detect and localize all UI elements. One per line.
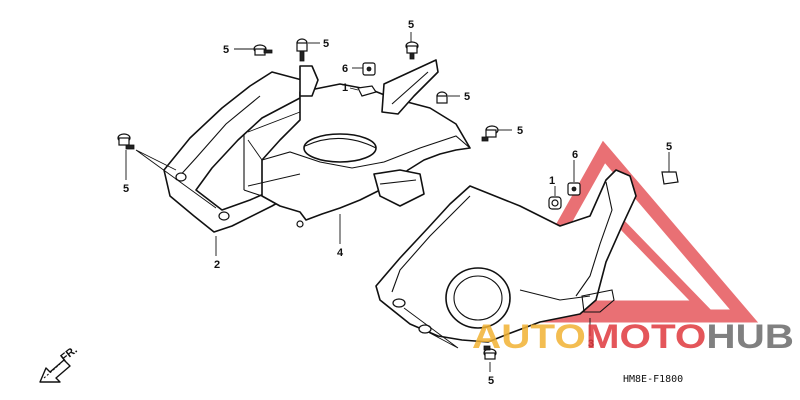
bolt-5-b (296, 38, 308, 62)
callout-5-d: 5 (464, 91, 470, 103)
callout-5-b: 5 (323, 38, 329, 50)
callout-6-a: 6 (342, 63, 348, 75)
nut-6-a (362, 62, 376, 76)
callout-5-g: 5 (666, 141, 672, 153)
nut-6-b (567, 182, 581, 196)
bolt-5-h (483, 345, 497, 360)
leader-lines (125, 32, 670, 372)
callout-5-h: 5 (488, 375, 494, 387)
hardware (117, 38, 679, 360)
front-arrow-icon (39, 359, 71, 383)
callout-5-a: 5 (223, 44, 229, 56)
bolt-5-f (117, 133, 135, 150)
callout-3: 3 (588, 338, 594, 350)
clip-5-g (661, 171, 679, 185)
callout-5-c: 5 (408, 19, 414, 31)
watermark-hub: HUB (706, 318, 794, 356)
callout-5-f: 5 (123, 183, 129, 195)
watermark-auto: AUTO (472, 318, 586, 356)
callout-4: 4 (337, 247, 344, 259)
clip-1-a (357, 85, 377, 97)
callout-6-b: 6 (572, 149, 578, 161)
bolt-5-d (436, 91, 448, 104)
callout-1-a: 1 (342, 82, 348, 94)
part-3-right-cover (375, 169, 637, 343)
callout-1-b: 1 (549, 175, 555, 187)
part-4-center-cover (261, 59, 471, 228)
front-direction-indicator: FR. (39, 344, 80, 383)
bolt-5-a (253, 44, 273, 56)
clip-1-b (548, 196, 562, 210)
bolt-5-e (481, 125, 499, 142)
drawing-code: HM8E-F1800 (623, 374, 683, 385)
callouts: 5 5 5 6 1 5 5 5 2 4 6 1 5 3 5 (123, 19, 672, 387)
bolt-5-c (405, 41, 419, 60)
callout-2: 2 (214, 259, 220, 271)
callout-5-e: 5 (517, 125, 523, 137)
watermark-moto: MOTO (586, 318, 707, 356)
